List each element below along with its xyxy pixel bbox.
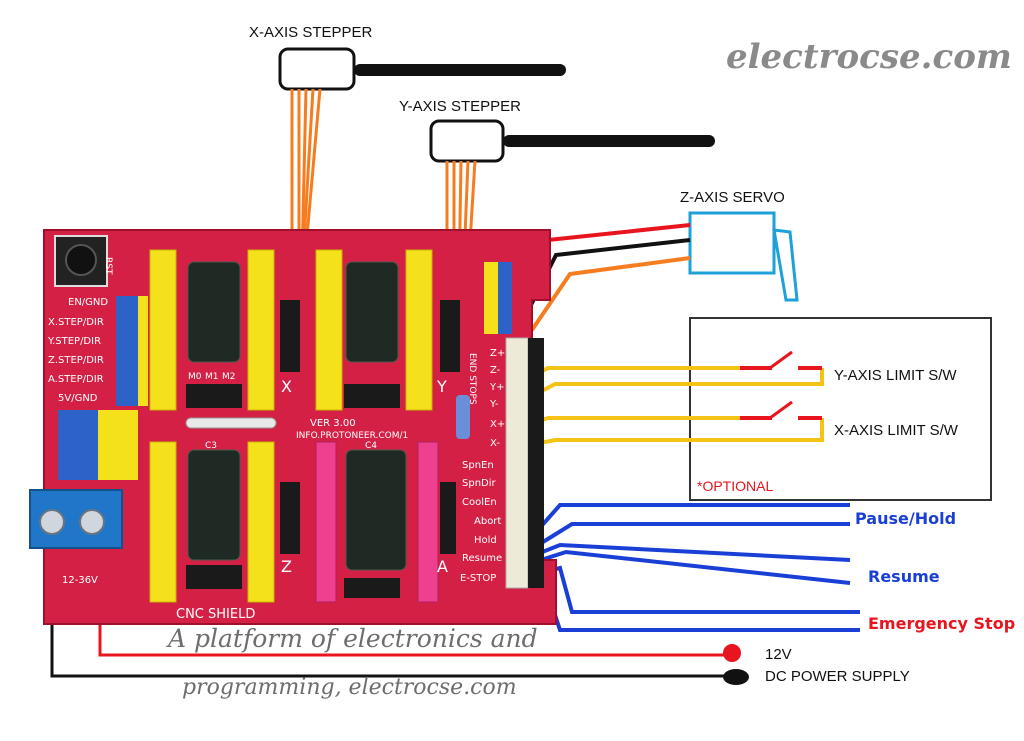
control-label-e-stop: E-STOP: [460, 573, 496, 584]
x-limit-switch-lever: [769, 400, 793, 420]
ms-label-m1-x: M1: [205, 372, 219, 382]
cnc-shield-board: RST EN/GND X.STEP/DIR Y.STEP/DIR Z.STEP/…: [29, 229, 557, 625]
cap-label-c4: C4: [365, 441, 377, 451]
x-axis-limit-label: X-AXIS LIMIT S/W: [834, 422, 959, 439]
rst-label: RST: [103, 257, 113, 275]
resume-label: Resume: [868, 567, 940, 586]
control-label-resume: Resume: [462, 553, 502, 564]
control-label-coolen: CoolEn: [462, 497, 497, 508]
control-label-spndir: SpnDir: [462, 478, 497, 489]
x-axis-stepper-label: X-AXIS STEPPER: [249, 24, 373, 41]
power-terminal-positive: [723, 644, 741, 662]
y-microstep-jumpers: [344, 384, 400, 408]
endstop-label-z-minus: Z-: [490, 365, 501, 376]
endstop-label-x-minus: X-: [490, 438, 500, 449]
brand-watermark: electrocse.com: [726, 37, 1012, 77]
endstop-label-z-plus: Z+: [490, 348, 505, 359]
voltage-label: 12-36V: [62, 575, 98, 586]
y-stepper-body: [429, 119, 505, 163]
x-motor-header: [280, 300, 300, 372]
resistor: [456, 395, 470, 439]
y-motor-header: [440, 300, 460, 372]
a-motor-header: [440, 482, 456, 554]
board-name: CNC SHIELD: [176, 607, 255, 622]
board-version: VER 3.00: [310, 418, 356, 429]
board-url: INFO.PROTONEER.COM/1: [296, 431, 408, 441]
endstop-label-y-minus: Y-: [489, 399, 499, 410]
terminal-screw-positive: [79, 509, 105, 535]
lower-left-jumper-yellow: [98, 410, 138, 480]
power-terminal-negative: [723, 669, 749, 685]
a-microstep-jumpers: [344, 578, 400, 598]
z-driver-header-left: [149, 441, 177, 603]
servo-header-blue: [498, 262, 512, 334]
servo-header-yellow: [484, 262, 498, 334]
y-limit-switch-lever: [769, 350, 793, 370]
x-driver-header-left: [149, 249, 177, 411]
servo-wire-orange: [530, 256, 691, 332]
lower-left-jumper-blue: [58, 410, 98, 480]
z-axis-servo: Z-AXIS SERVO: [518, 189, 799, 332]
pin-label-5v-gnd: 5V/GND: [58, 393, 98, 404]
tagline-line-1: A platform of electronics and: [166, 624, 538, 653]
x-microstep-jumpers: [186, 384, 242, 408]
driver-label-y: Y: [436, 377, 447, 396]
control-wires: [520, 503, 860, 632]
control-label-abort: Abort: [474, 516, 501, 527]
pin-label-en-gnd: EN/GND: [68, 297, 108, 308]
optional-label: *OPTIONAL: [697, 478, 773, 494]
reset-button-cap: [65, 244, 97, 276]
z-driver-header-right: [247, 441, 275, 603]
end-stops-label: END STOPS: [467, 353, 477, 405]
left-jumper-yellow: [138, 296, 148, 406]
y-axis-limit-label: Y-AXIS LIMIT S/W: [834, 367, 957, 384]
endstop-label-x-plus: X+: [490, 419, 505, 430]
servo-body: [688, 211, 776, 275]
pin-label-a-step-dir: A.STEP/DIR: [48, 374, 104, 385]
optional-limit-switch-box: *OPTIONAL Y-AXIS LIMIT S/W X-AXIS LIMIT …: [519, 317, 992, 501]
x-driver-header-right: [247, 249, 275, 411]
capacitor-a: [345, 449, 407, 571]
control-label-hold: Hold: [474, 535, 497, 546]
dc-power-supply-label: DC POWER SUPPLY: [765, 668, 910, 685]
pause-hold-label: Pause/Hold: [855, 509, 956, 528]
ms-label-m2-x: M2: [222, 372, 236, 382]
v12-label: 12V: [765, 646, 792, 663]
z-motor-header: [280, 482, 300, 554]
pin-label-z-step-dir: Z.STEP/DIR: [48, 355, 104, 366]
pin-label-x-step-dir: X.STEP/DIR: [48, 317, 104, 328]
y-driver-header-right: [405, 249, 433, 411]
pin-label-y-step-dir: Y.STEP/DIR: [47, 336, 101, 347]
capacitor-y: [345, 261, 399, 363]
crystal-component: [185, 417, 277, 429]
y-axis-stepper: Y-AXIS STEPPER: [399, 98, 715, 373]
y-driver-header-left: [315, 249, 343, 411]
control-header-white: [505, 337, 529, 589]
driver-label-a: A: [437, 557, 448, 576]
a-driver-header-left: [315, 441, 337, 603]
x-stepper-body: [278, 47, 356, 91]
driver-label-x: X: [281, 377, 292, 396]
emergency-stop-label: Emergency Stop: [868, 614, 1015, 633]
ms-label-m0-x: M0: [188, 372, 202, 382]
cap-label-c3: C3: [205, 441, 217, 451]
y-axis-stepper-label: Y-AXIS STEPPER: [399, 98, 521, 115]
z-axis-servo-label: Z-AXIS SERVO: [680, 189, 785, 206]
tagline-line-2: programming, electrocse.com: [182, 675, 517, 700]
control-header-black: [528, 338, 544, 588]
y-stepper-shaft: [503, 135, 715, 147]
capacitor-x: [187, 261, 241, 363]
optional-box: [689, 317, 992, 501]
x-stepper-shaft: [354, 64, 566, 76]
a-driver-header-right: [417, 441, 439, 603]
endstop-label-y-plus: Y+: [489, 382, 505, 393]
z-microstep-jumpers: [186, 565, 242, 589]
control-label-spnen: SpnEn: [462, 460, 494, 471]
driver-label-z: Z: [281, 557, 292, 576]
capacitor-z: [187, 449, 241, 561]
terminal-screw-negative: [39, 509, 65, 535]
left-jumper-blue: [116, 296, 138, 406]
servo-horn: [772, 228, 799, 302]
